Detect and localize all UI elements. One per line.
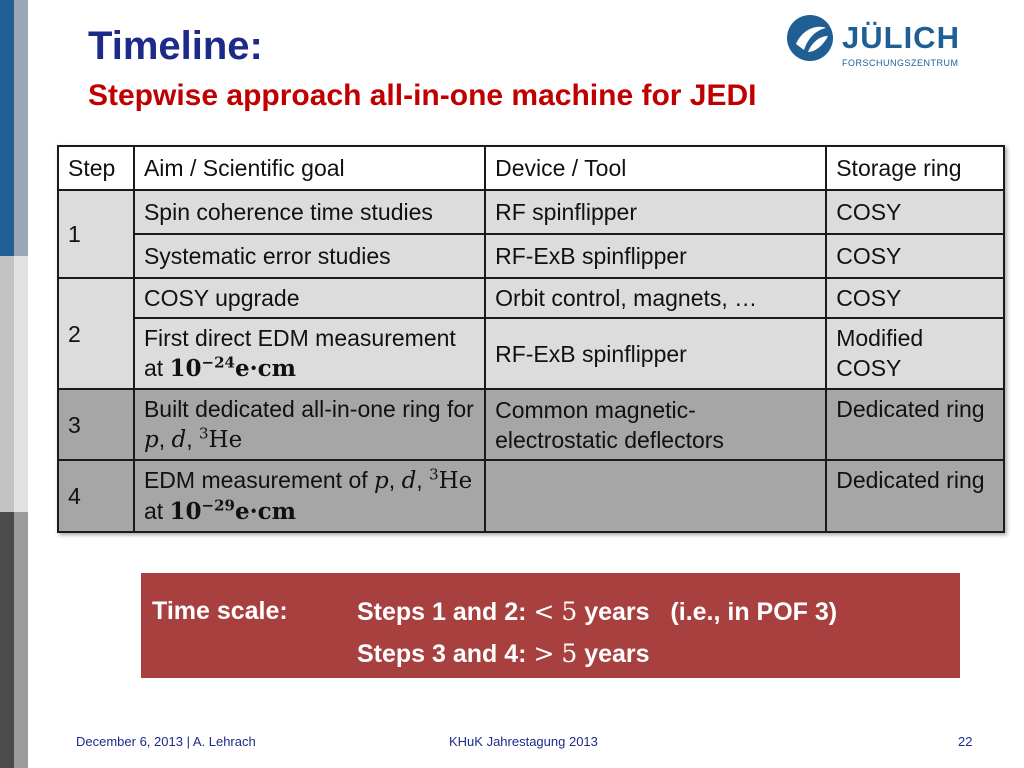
edm-exponent: −24: [201, 353, 235, 372]
aim-cell: First direct EDM measurement at 10−24e·c…: [132, 317, 487, 390]
device-cell: Orbit control, magnets, …: [484, 277, 828, 319]
header-device: Device / Tool: [484, 145, 828, 191]
years-value: 5: [561, 597, 578, 626]
aim-cell: EDM measurement of p, d, 3He at 10−29e·c…: [132, 459, 487, 533]
ring-cell: COSY: [825, 189, 1005, 235]
ring-cell: Modified COSY: [825, 317, 1005, 390]
particle-list-formula: p, d, 3He: [143, 424, 243, 453]
particle-list-formula: p, d, 3He: [374, 465, 473, 494]
table-row: 4 EDM measurement of p, d, 3He at 10−29e…: [57, 459, 1005, 533]
decor-stripe-top: [0, 0, 28, 256]
table-header-row: Step Aim / Scientific goal Device / Tool…: [57, 145, 1005, 191]
table-row: 3 Built dedicated all-in-one ring for p,…: [57, 388, 1005, 461]
years-value: 5: [561, 639, 578, 668]
aim-text: EDM measurement of: [143, 467, 368, 493]
time-scale-label: Time scale:: [152, 597, 288, 625]
header-step: Step: [57, 145, 135, 191]
time-scale-line-1: Steps 1 and 2: < 5 years (i.e., in POF 3…: [357, 597, 837, 627]
table-row: 1 Spin coherence time studies RF spinfli…: [57, 189, 1005, 279]
aim-text: First direct EDM measurement at: [143, 325, 456, 381]
slide-title: Timeline:: [88, 24, 263, 68]
steps-1-2-label: Steps 1 and 2:: [357, 598, 527, 626]
footer-date-author: December 6, 2013 | A. Lehrach: [76, 734, 256, 749]
step-cell: 4: [57, 459, 135, 533]
timeline-table: Step Aim / Scientific goal Device / Tool…: [57, 145, 1005, 533]
device-cell: RF-ExB spinflipper: [484, 233, 828, 279]
footer-event: KHuK Jahrestagung 2013: [449, 734, 598, 749]
years-unit: years: [584, 640, 650, 668]
years-unit: years: [584, 598, 650, 626]
aim-cell: COSY upgrade: [132, 277, 487, 319]
ring-cell: COSY: [825, 233, 1005, 279]
edm-limit-formula: 10−29e·cm: [169, 496, 296, 525]
steps-3-4-label: Steps 3 and 4:: [357, 640, 527, 668]
aim-cell: Spin coherence time studies: [132, 189, 487, 235]
step-cell: 3: [57, 388, 135, 461]
decor-stripe-bottom: [0, 512, 28, 768]
table-row: Systematic error studies RF-ExB spinflip…: [58, 233, 1005, 279]
slide-subtitle: Stepwise approach all-in-one machine for…: [88, 79, 757, 112]
ring-cell: COSY: [825, 277, 1005, 319]
device-cell: [484, 459, 828, 533]
julich-logo: JÜLICH FORSCHUNGSZENTRUM: [786, 14, 959, 74]
logo-wordmark: JÜLICH: [842, 20, 960, 55]
device-cell: Common magnetic-electrostatic deflectors: [484, 388, 828, 461]
ring-cell: Dedicated ring: [825, 459, 1005, 533]
edm-exponent: −29: [201, 496, 235, 515]
aim-text: Built dedicated all-in-one ring for: [143, 396, 474, 422]
time-scale-line-2: Steps 3 and 4: > 5 years: [357, 639, 650, 669]
ring-cell: Dedicated ring: [825, 388, 1005, 461]
header-storage-ring: Storage ring: [825, 145, 1005, 191]
aim-connector: at: [143, 498, 164, 524]
edm-limit-formula: 10−24e·cm: [169, 353, 296, 382]
greater-than-symbol: >: [533, 639, 555, 668]
device-cell: RF-ExB spinflipper: [484, 317, 828, 390]
decor-stripe-middle: [0, 256, 28, 512]
step-cell: 1: [57, 189, 135, 279]
julich-logo-mark-icon: [787, 15, 833, 61]
page-number: 22: [958, 734, 973, 749]
logo-tagline: FORSCHUNGSZENTRUM: [842, 58, 959, 68]
table-row: 2 COSY upgrade Orbit control, magnets, ……: [57, 277, 1005, 390]
less-than-symbol: <: [533, 597, 555, 626]
device-cell: RF spinflipper: [484, 189, 828, 235]
header-aim: Aim / Scientific goal: [132, 145, 487, 191]
aim-cell: Systematic error studies: [132, 233, 487, 279]
aim-cell: Built dedicated all-in-one ring for p, d…: [132, 388, 487, 461]
time-scale-box: Time scale: Steps 1 and 2: < 5 years (i.…: [141, 573, 960, 678]
pof-note: (i.e., in POF 3): [670, 598, 838, 626]
table-row: First direct EDM measurement at 10−24e·c…: [58, 317, 1005, 390]
step-cell: 2: [57, 277, 135, 390]
